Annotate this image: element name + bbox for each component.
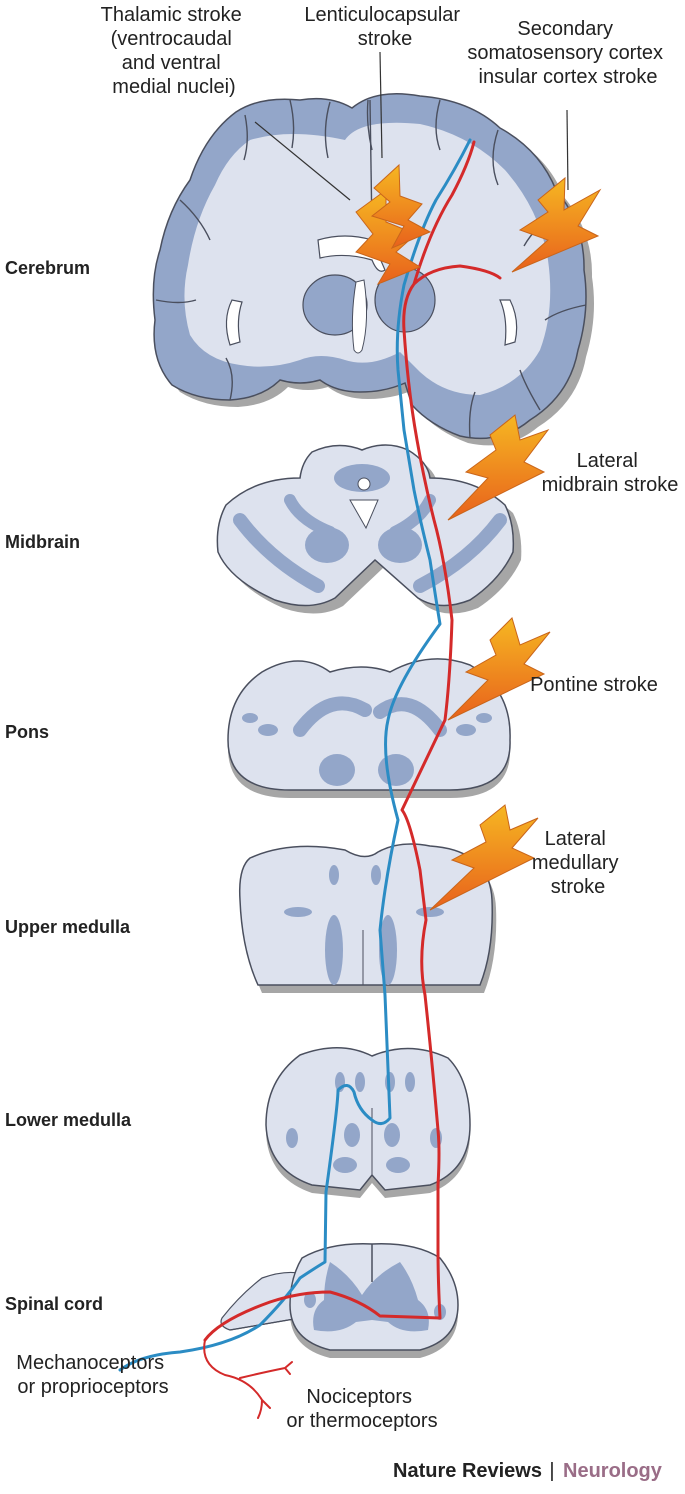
level-label-upper-medulla: Upper medulla xyxy=(5,917,131,937)
red-nociceptor-pathway xyxy=(203,140,502,1342)
level-label-cerebrum: Cerebrum xyxy=(5,258,90,278)
lateral-midbrain-stroke-label: Lateral midbrain stroke xyxy=(542,450,679,496)
lenticulocapsular-stroke-label: Lenticulocapsular stroke xyxy=(304,4,465,50)
level-label-lower-medulla: Lower medulla xyxy=(5,1110,132,1130)
footer-separator: | xyxy=(549,1460,554,1482)
lower-medulla-section xyxy=(265,1047,471,1198)
pontine-stroke-bolt xyxy=(447,617,551,721)
footer-journal: Nature Reviews xyxy=(393,1460,542,1482)
midbrain-section xyxy=(216,444,522,614)
pons-section xyxy=(227,658,511,798)
nociceptors-label: Nociceptors or thermoceptors xyxy=(286,1386,437,1432)
pontine-stroke-label: Pontine stroke xyxy=(530,674,658,696)
blue-mechanoreceptor-pathway xyxy=(118,138,472,1372)
level-label-midbrain: Midbrain xyxy=(5,532,80,552)
mechanoceptors-label: Mechanoceptors or proprioceptors xyxy=(16,1352,169,1398)
spinal-cord-section xyxy=(220,1243,459,1358)
secondary-cortex-stroke-label: Secondary somatosensory cortex insular c… xyxy=(467,18,668,88)
nociceptor-endings xyxy=(203,1339,293,1419)
level-label-pons: Pons xyxy=(5,722,49,742)
footer-section: Neurology xyxy=(563,1460,663,1482)
lenticulocapsular-stroke-bolt xyxy=(370,163,432,250)
lateral-medullary-stroke-bolt xyxy=(429,804,539,911)
leader-lines xyxy=(254,51,569,201)
secondary-cortex-stroke-bolt xyxy=(511,176,602,273)
lateral-medullary-stroke-label: Lateral medullary stroke xyxy=(532,828,624,898)
cerebrum-section xyxy=(152,93,595,446)
stroke-bolts xyxy=(355,163,602,911)
upper-medulla-section xyxy=(238,843,497,993)
level-label-spinal-cord: Spinal cord xyxy=(5,1294,103,1314)
footer-credit: Nature Reviews | Neurology xyxy=(393,1460,663,1482)
lateral-midbrain-stroke-bolt xyxy=(447,414,550,521)
thalamic-stroke-label: Thalamic stroke (ventrocaudal and ventra… xyxy=(101,4,248,98)
